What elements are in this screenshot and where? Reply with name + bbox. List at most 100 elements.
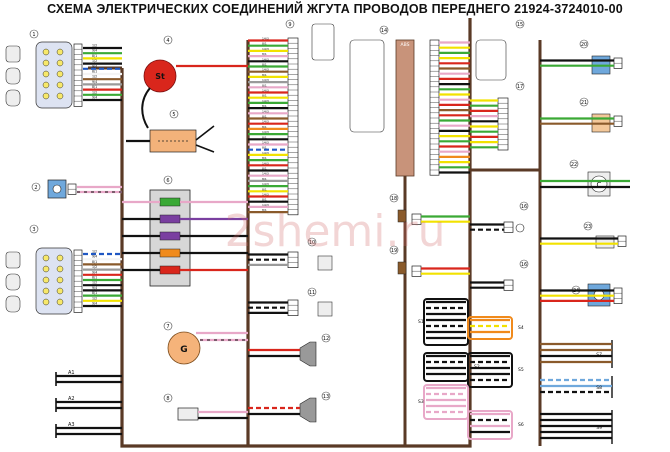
component-7-number: 7 (166, 324, 169, 330)
connector-9-wire-label: 8/1 (262, 63, 267, 67)
headlamp-right-wire-label: 8/1 (92, 291, 97, 295)
headlamp-right-wire-label: 9/4 (92, 302, 97, 306)
diagram-title: СХЕМА ЭЛЕКТРИЧЕСКИХ СОЕДИНЕНИЙ ЖГУТА ПРО… (0, 2, 670, 16)
connector-9-wire-label: 8/1 (262, 73, 267, 77)
component-6-number: 6 (166, 178, 169, 184)
component-20-number: 20 (581, 42, 587, 48)
starter-label: St (155, 72, 165, 81)
splice-s4-loop (467, 316, 513, 340)
headlamp-left-bulb-icon (42, 92, 50, 100)
connector-9-wire-label: 14/3 (262, 193, 269, 197)
headlamp-right-bulb-icon (56, 276, 64, 284)
watermark: 2shemi.ru (225, 206, 446, 257)
component-18-marker (389, 193, 399, 203)
sensor-18-body (397, 209, 407, 223)
component-22-marker (569, 159, 579, 169)
starter-ground-wire (141, 87, 151, 129)
component-6-marker (163, 175, 173, 185)
connector-9-wire-label: 14/3 (262, 172, 269, 176)
component-9-number: 9 (288, 22, 291, 28)
connector-9-wire-label: 14/3 (262, 68, 269, 72)
connector-9-wire-label: 8/1 (262, 208, 267, 212)
headlamp-left-wire-label: 8/1 (92, 70, 97, 74)
component-3-number: 3 (32, 227, 35, 233)
connector-9-wire-label: 8/1 (262, 104, 267, 108)
component-1-marker (29, 29, 39, 39)
headlamp-right-body (35, 247, 73, 315)
fuse-2 (159, 214, 181, 224)
connector-9-wire-label: 8/1 (262, 146, 267, 150)
ground-a3-label: A3 (68, 422, 75, 428)
component-16-number: 16 (521, 204, 527, 210)
sensor-24-connector (613, 287, 623, 304)
headlamp-left-wire-label: 9/4 (92, 64, 97, 68)
diagram-title-text: СХЕМА ЭЛЕКТРИЧЕСКИХ СОЕДИНЕНИЙ ЖГУТА ПРО… (47, 2, 623, 16)
headlamp-right-bulb-icon (56, 254, 64, 262)
connector-9-wire-label: 14/3 (262, 109, 269, 113)
headlamp-right-wire-label: 1/2 (92, 250, 97, 254)
fuse-4 (159, 248, 181, 258)
headlamp-right-bulb-icon (56, 287, 64, 295)
connector-9-wire-label: 14/3 (262, 57, 269, 61)
headlamp-left-wire-label: 9/4 (92, 80, 97, 84)
connector-9-wire-label: 14/3 (262, 130, 269, 134)
component-19-number: 19 (391, 248, 397, 254)
connector-9-wire-label: 8/1 (262, 125, 267, 129)
connector-9-wire-label: 8/1 (262, 135, 267, 139)
connector-9-wire-label: 8/1 (262, 156, 267, 160)
connector-9-wire-label: 14/3 (262, 37, 269, 41)
headlamp-left-side-plug (5, 45, 21, 63)
connector-9-wire-label: 8/1 (262, 187, 267, 191)
compressor-label: C (597, 181, 602, 189)
component-5-number: 5 (172, 112, 175, 118)
splice-s5-label: S5 (518, 367, 524, 373)
horn-13-icon (299, 397, 317, 423)
abs-module-body (395, 39, 415, 177)
headlamp-left-bulb-icon (42, 81, 50, 89)
component-15-number: 15 (517, 22, 523, 28)
connector-9-wire-label: 14/3 (262, 141, 269, 145)
ground-a2-label: A2 (68, 396, 75, 402)
horn-12-icon (299, 341, 317, 367)
connector-9-wire-label: 8/1 (262, 83, 267, 87)
component-12-number: 12 (323, 336, 329, 342)
headlamp-right-wire-label: 1/2 (92, 281, 97, 285)
headlamp-left-wire-label: 1/2 (92, 75, 97, 79)
switch-8-body (177, 407, 199, 421)
headlamp-right-side-plug (5, 251, 21, 269)
headlamp-left-side-plug (5, 89, 21, 107)
splice-s3-loop (423, 384, 469, 420)
headlamp-left-wire-label: 8/1 (92, 85, 97, 89)
component-13-marker (321, 391, 331, 401)
headlamp-right-bulb-icon (42, 298, 50, 306)
headlamp-left-bulb-icon (56, 81, 64, 89)
splice-s6-loop (467, 410, 513, 440)
connector-9-wire-label: 14/3 (262, 151, 269, 155)
connector-11 (287, 299, 299, 316)
connector-9-wire-label: 8/1 (262, 115, 267, 119)
generator-label: G (180, 345, 187, 355)
headlamp-right-wire-label: 1/2 (92, 296, 97, 300)
headlamp-left-bulb-icon (56, 92, 64, 100)
connector-10-face (317, 255, 333, 271)
component-23-marker (583, 221, 593, 231)
headlamp-left-bulb-icon (42, 59, 50, 67)
abs-connector-face (349, 39, 385, 133)
headlamp-left-body (35, 41, 73, 109)
headlamp-left-wire-label: 9/4 (92, 96, 97, 100)
generator-body (167, 331, 201, 365)
component-17-number: 17 (517, 84, 523, 90)
connector-9-wire-label: 8/1 (262, 177, 267, 181)
component-2-number: 2 (34, 185, 37, 191)
headlamp-right-wire-label: 9/4 (92, 286, 97, 290)
splice-s8-label: S8 (596, 385, 602, 391)
fuse-1 (159, 197, 181, 207)
connector-11-face (317, 301, 333, 317)
headlamp-right-wire-label: 8/1 (92, 276, 97, 280)
splice-s1-label: S1 (418, 319, 424, 325)
component-16-second-marker (519, 259, 529, 269)
connector-15-face (475, 39, 507, 81)
connector-9-wire-label: 8/1 (262, 94, 267, 98)
component-21-marker (579, 97, 589, 107)
